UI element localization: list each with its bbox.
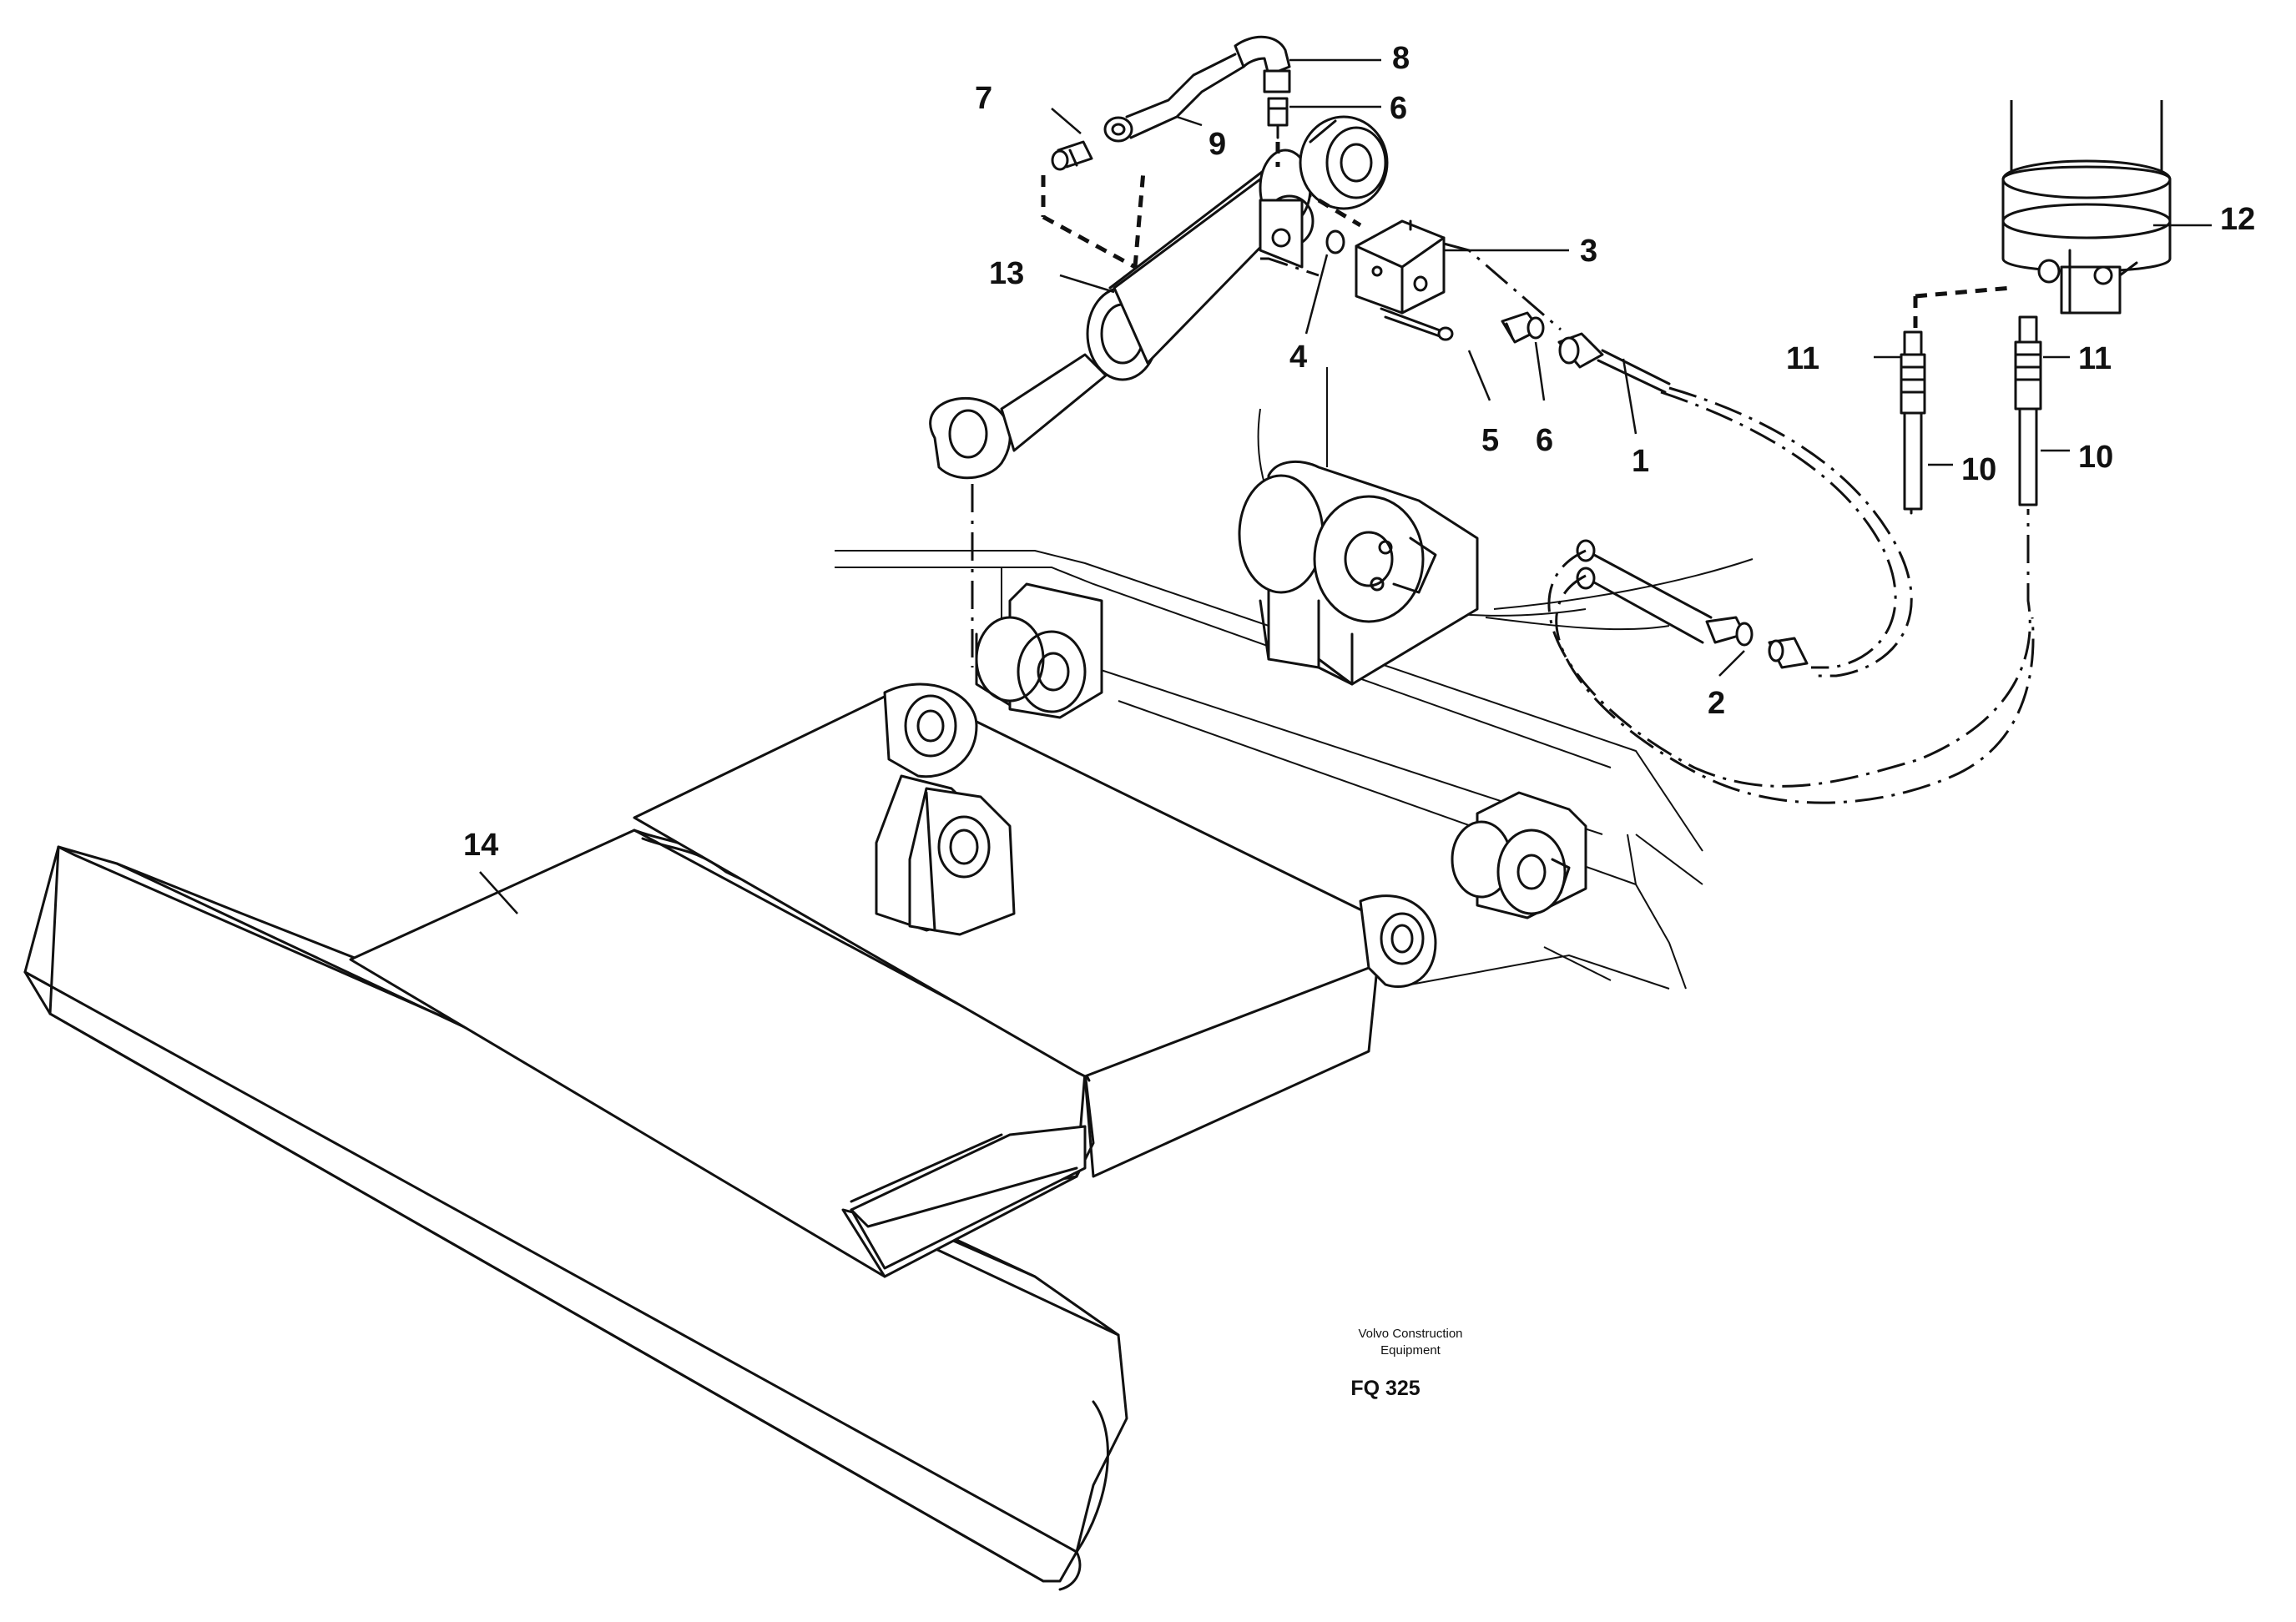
- bolt: [1380, 307, 1454, 341]
- leader-lines: [479, 58, 2212, 914]
- hose-assembly: [1443, 242, 1913, 678]
- credit-line-2: Equipment: [1380, 1343, 1441, 1358]
- callout-7: 7: [975, 81, 992, 116]
- callout-11a: 11: [1786, 341, 1819, 376]
- callout-14: 14: [463, 828, 498, 863]
- figure-code: FQ 325: [1350, 1377, 1420, 1400]
- callout-6b: 6: [1536, 423, 1553, 458]
- callout-12: 12: [2220, 202, 2255, 237]
- swivel-joint: [1913, 100, 2172, 330]
- valve-block: [1317, 198, 1446, 315]
- hose-left: [1900, 330, 1926, 515]
- hose-loop-2: [1555, 574, 2035, 804]
- callout-3: 3: [1580, 234, 1597, 269]
- lift-cylinder: [929, 115, 1389, 667]
- o-ring: [1325, 229, 1345, 254]
- callout-8: 8: [1392, 41, 1410, 76]
- callouts: 1 2 3 4 5 6 6 7 8 9 10 10 11 11 12 13 14: [463, 41, 2255, 863]
- callout-5: 5: [1481, 423, 1499, 458]
- callout-10b: 10: [2078, 440, 2113, 475]
- callout-9: 9: [1209, 127, 1226, 162]
- callout-10a: 10: [1961, 452, 1996, 487]
- frame-lug-left: [975, 582, 1103, 719]
- blade-lug-brackets: [875, 774, 1016, 936]
- adapter-fitting-lower: [1501, 311, 1545, 344]
- frame-lug-right: [1451, 791, 1587, 919]
- credit-line-1: Volvo Construction: [1358, 1327, 1462, 1341]
- callout-6a: 6: [1390, 91, 1407, 126]
- callout-13: 13: [989, 256, 1024, 291]
- hose-loop: [1547, 509, 2031, 788]
- top-hose-assembly: [1041, 35, 1291, 269]
- figure-credit: Volvo Construction Equipment FQ 325: [1350, 1327, 1462, 1400]
- hose-right: [2014, 315, 2042, 506]
- callout-1: 1: [1632, 444, 1649, 479]
- push-frame: [349, 683, 1437, 1278]
- frame-lug-center: [1238, 460, 1479, 686]
- dozer-blade: [23, 845, 1128, 1591]
- callout-11b: 11: [2078, 341, 2112, 376]
- adapter-fitting-2: [1576, 539, 1809, 669]
- callout-4: 4: [1289, 340, 1307, 375]
- callout-2: 2: [1708, 686, 1725, 721]
